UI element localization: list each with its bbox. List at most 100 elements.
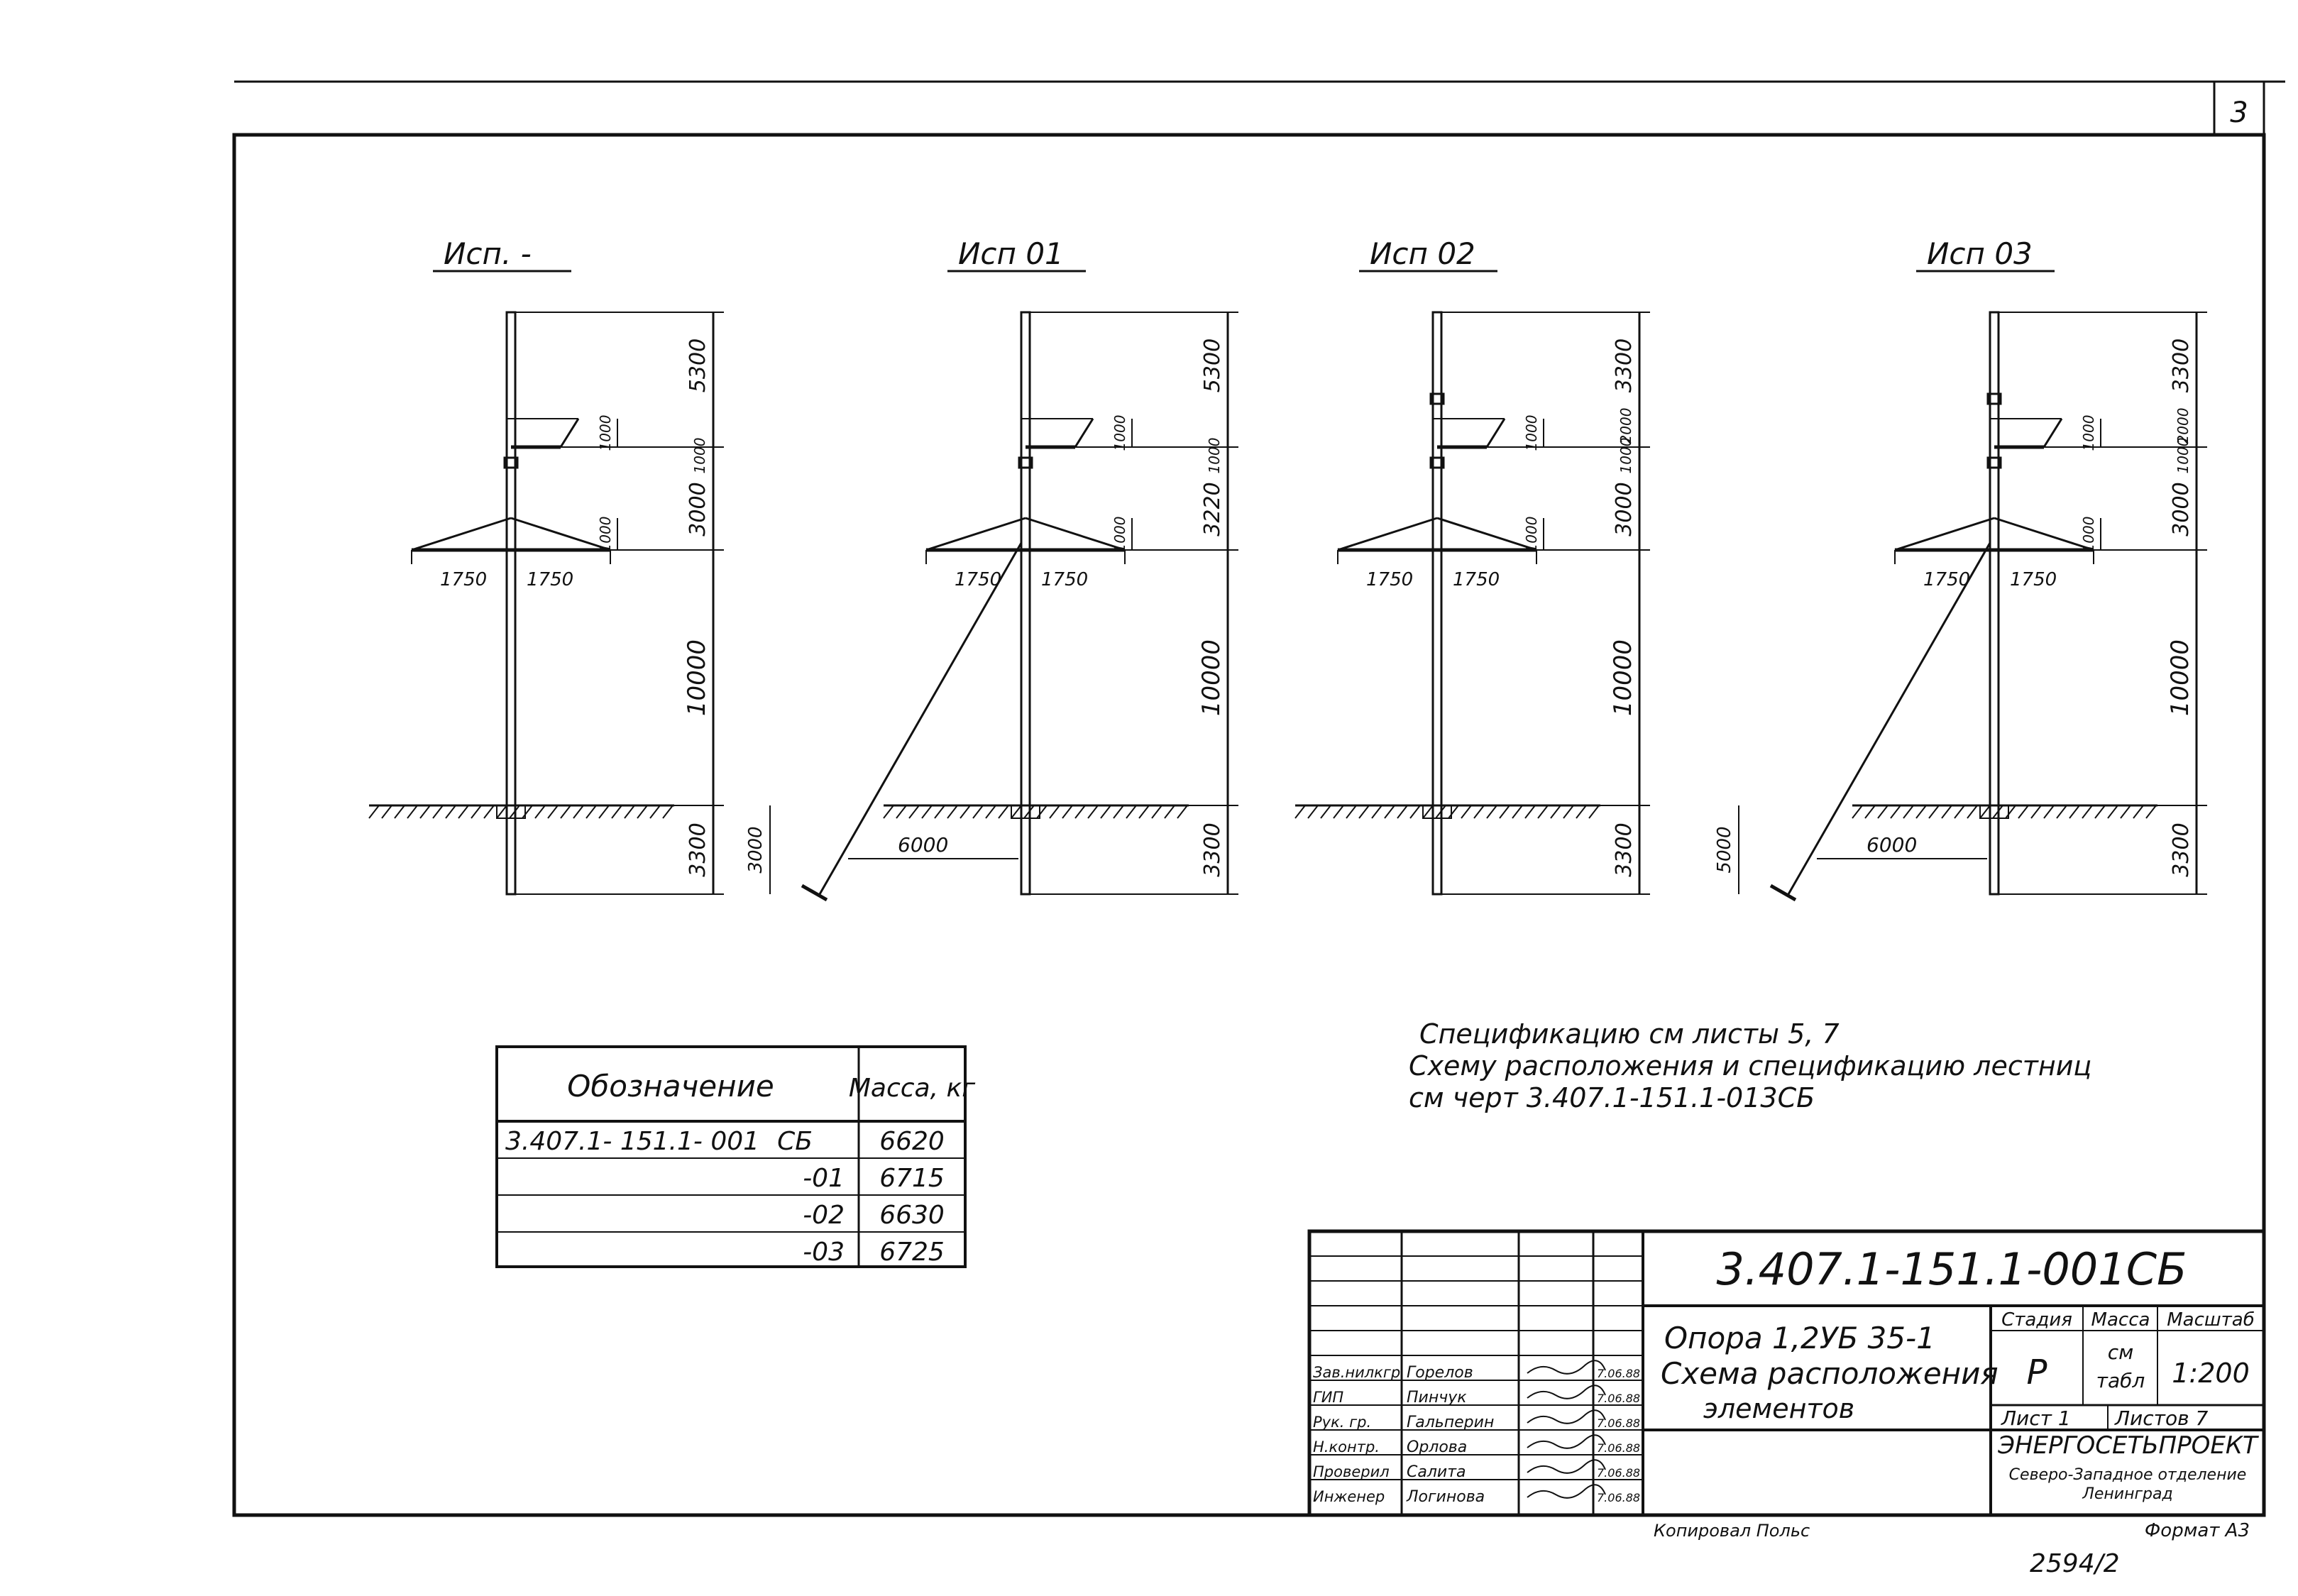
clamp <box>503 456 519 469</box>
clamp <box>1986 456 2002 469</box>
ground-hatch <box>1371 805 1382 819</box>
copied-by: Копировал Польс <box>1654 1521 1810 1541</box>
stage-label: Стадия <box>2001 1309 2072 1331</box>
dim-1000: 1000 <box>1206 438 1223 474</box>
mass-table-header-mass: Масса, кг <box>849 1074 976 1103</box>
ground-hatch <box>2018 805 2029 819</box>
dim-1000-lower: 1000 <box>1111 517 1128 553</box>
ground-hatch <box>1126 805 1137 819</box>
mass-row-suffix: СБ <box>777 1127 813 1156</box>
variant-title: Исп 02 <box>1370 236 1475 271</box>
signature-role: Инженер <box>1313 1488 1385 1505</box>
arm-length-right: 1750 <box>1041 569 1088 590</box>
ground-hatch <box>960 805 971 819</box>
ground-hatch <box>985 805 996 819</box>
ground-hatch <box>1062 805 1073 819</box>
signature-role: Н.контр. <box>1313 1438 1380 1455</box>
ground-hatch <box>1333 805 1344 819</box>
sheets-label: Листов 7 <box>2114 1407 2208 1430</box>
ground-hatch <box>1461 805 1472 819</box>
ground-hatch <box>2005 805 2016 819</box>
guy-depth: 5000 <box>1714 826 1735 873</box>
ground-hatch <box>598 805 610 819</box>
archive-number: 2594/2 <box>2030 1549 2120 1578</box>
ground-hatch <box>649 805 661 819</box>
ground-hatch <box>908 805 920 819</box>
ground-hatch <box>1979 805 1991 819</box>
ground-hatch <box>1435 805 1446 819</box>
ground-hatch <box>896 805 907 819</box>
dim-ground: 3300 <box>1200 822 1225 876</box>
ground-hatch <box>483 805 495 819</box>
doc-code: 3.407.1-151.1-001СБ <box>1716 1243 2187 1295</box>
ground-hatch <box>1992 805 2003 819</box>
signature-date: 7.06.88 <box>1597 1466 1640 1480</box>
ground-hatch <box>947 805 958 819</box>
ground-hatch <box>522 805 533 819</box>
ground-hatch <box>2069 805 2080 819</box>
ground-hatch <box>2094 805 2106 819</box>
arm-length-left: 1750 <box>1923 569 1970 590</box>
note-line-2: Схему расположения и спецификацию лестни… <box>1409 1050 2091 1082</box>
clamp <box>1018 456 1033 469</box>
ground-hatch <box>1852 805 1863 819</box>
lower-traverse-left-brace <box>925 517 1026 551</box>
ground-hatch <box>1294 805 1306 819</box>
signature-role: Зав.нилкгр <box>1313 1364 1400 1381</box>
upper-traverse-strut <box>559 418 580 448</box>
dim-1000-lower: 1000 <box>597 517 614 553</box>
ground-hatch <box>1087 805 1099 819</box>
signature-name: Пинчук <box>1407 1389 1467 1407</box>
ground-hatch <box>624 805 635 819</box>
signature-role: ГИП <box>1313 1389 1343 1406</box>
ground-hatch <box>883 805 894 819</box>
signature-date: 7.06.88 <box>1597 1392 1640 1405</box>
pole-shaft <box>1020 311 1031 896</box>
ground-hatch <box>471 805 482 819</box>
mass-row-code: 3.407.1- 151.1- 001 <box>505 1127 759 1156</box>
ground-hatch <box>1151 805 1162 819</box>
ground-hatch <box>509 805 520 819</box>
mass-row-value: 6620 <box>879 1127 945 1156</box>
dim-pole: 10000 <box>1197 639 1226 716</box>
mass-row-value: 6725 <box>879 1238 945 1267</box>
arm-length-left: 1750 <box>955 569 1001 590</box>
signature-name: Салита <box>1407 1463 1466 1481</box>
format-label: Формат А3 <box>2145 1520 2250 1541</box>
signature-mark <box>1527 1484 1606 1499</box>
dim-pole: 10000 <box>683 639 711 716</box>
lower-traverse-left-brace <box>1894 517 1995 551</box>
pole-shaft <box>505 311 517 896</box>
pole-shaft <box>1989 311 2000 896</box>
ground-hatch <box>458 805 469 819</box>
dim-top: 3300 <box>1612 339 1637 392</box>
ground-hatch <box>1384 805 1395 819</box>
dim-1000-upper: 1000 <box>1523 415 1540 451</box>
ground-hatch <box>1358 805 1370 819</box>
note-line-3: см черт 3.407.1-151.1-013СБ <box>1409 1082 1815 1113</box>
signature-name: Гальперин <box>1407 1414 1494 1431</box>
signature-role: Проверил <box>1313 1463 1390 1480</box>
ground-hatch <box>1967 805 1978 819</box>
ground-hatch <box>637 805 648 819</box>
ground-hatch <box>368 805 380 819</box>
ground-hatch <box>496 805 507 819</box>
scale-value: 1:200 <box>2172 1358 2250 1389</box>
signature-date: 7.06.88 <box>1597 1416 1640 1430</box>
arm-length-left: 1750 <box>1366 569 1413 590</box>
guy-anchor <box>1769 884 1797 902</box>
signature-date: 7.06.88 <box>1597 1441 1640 1455</box>
ground-hatch <box>586 805 597 819</box>
ground-hatch <box>1941 805 1952 819</box>
ground-hatch <box>1397 805 1408 819</box>
pole-shaft <box>1431 311 1443 896</box>
ground-hatch <box>1113 805 1124 819</box>
ground-hatch <box>1928 805 1940 819</box>
mass-row-suffix: -01 <box>803 1164 845 1193</box>
ground-hatch <box>1954 805 1965 819</box>
